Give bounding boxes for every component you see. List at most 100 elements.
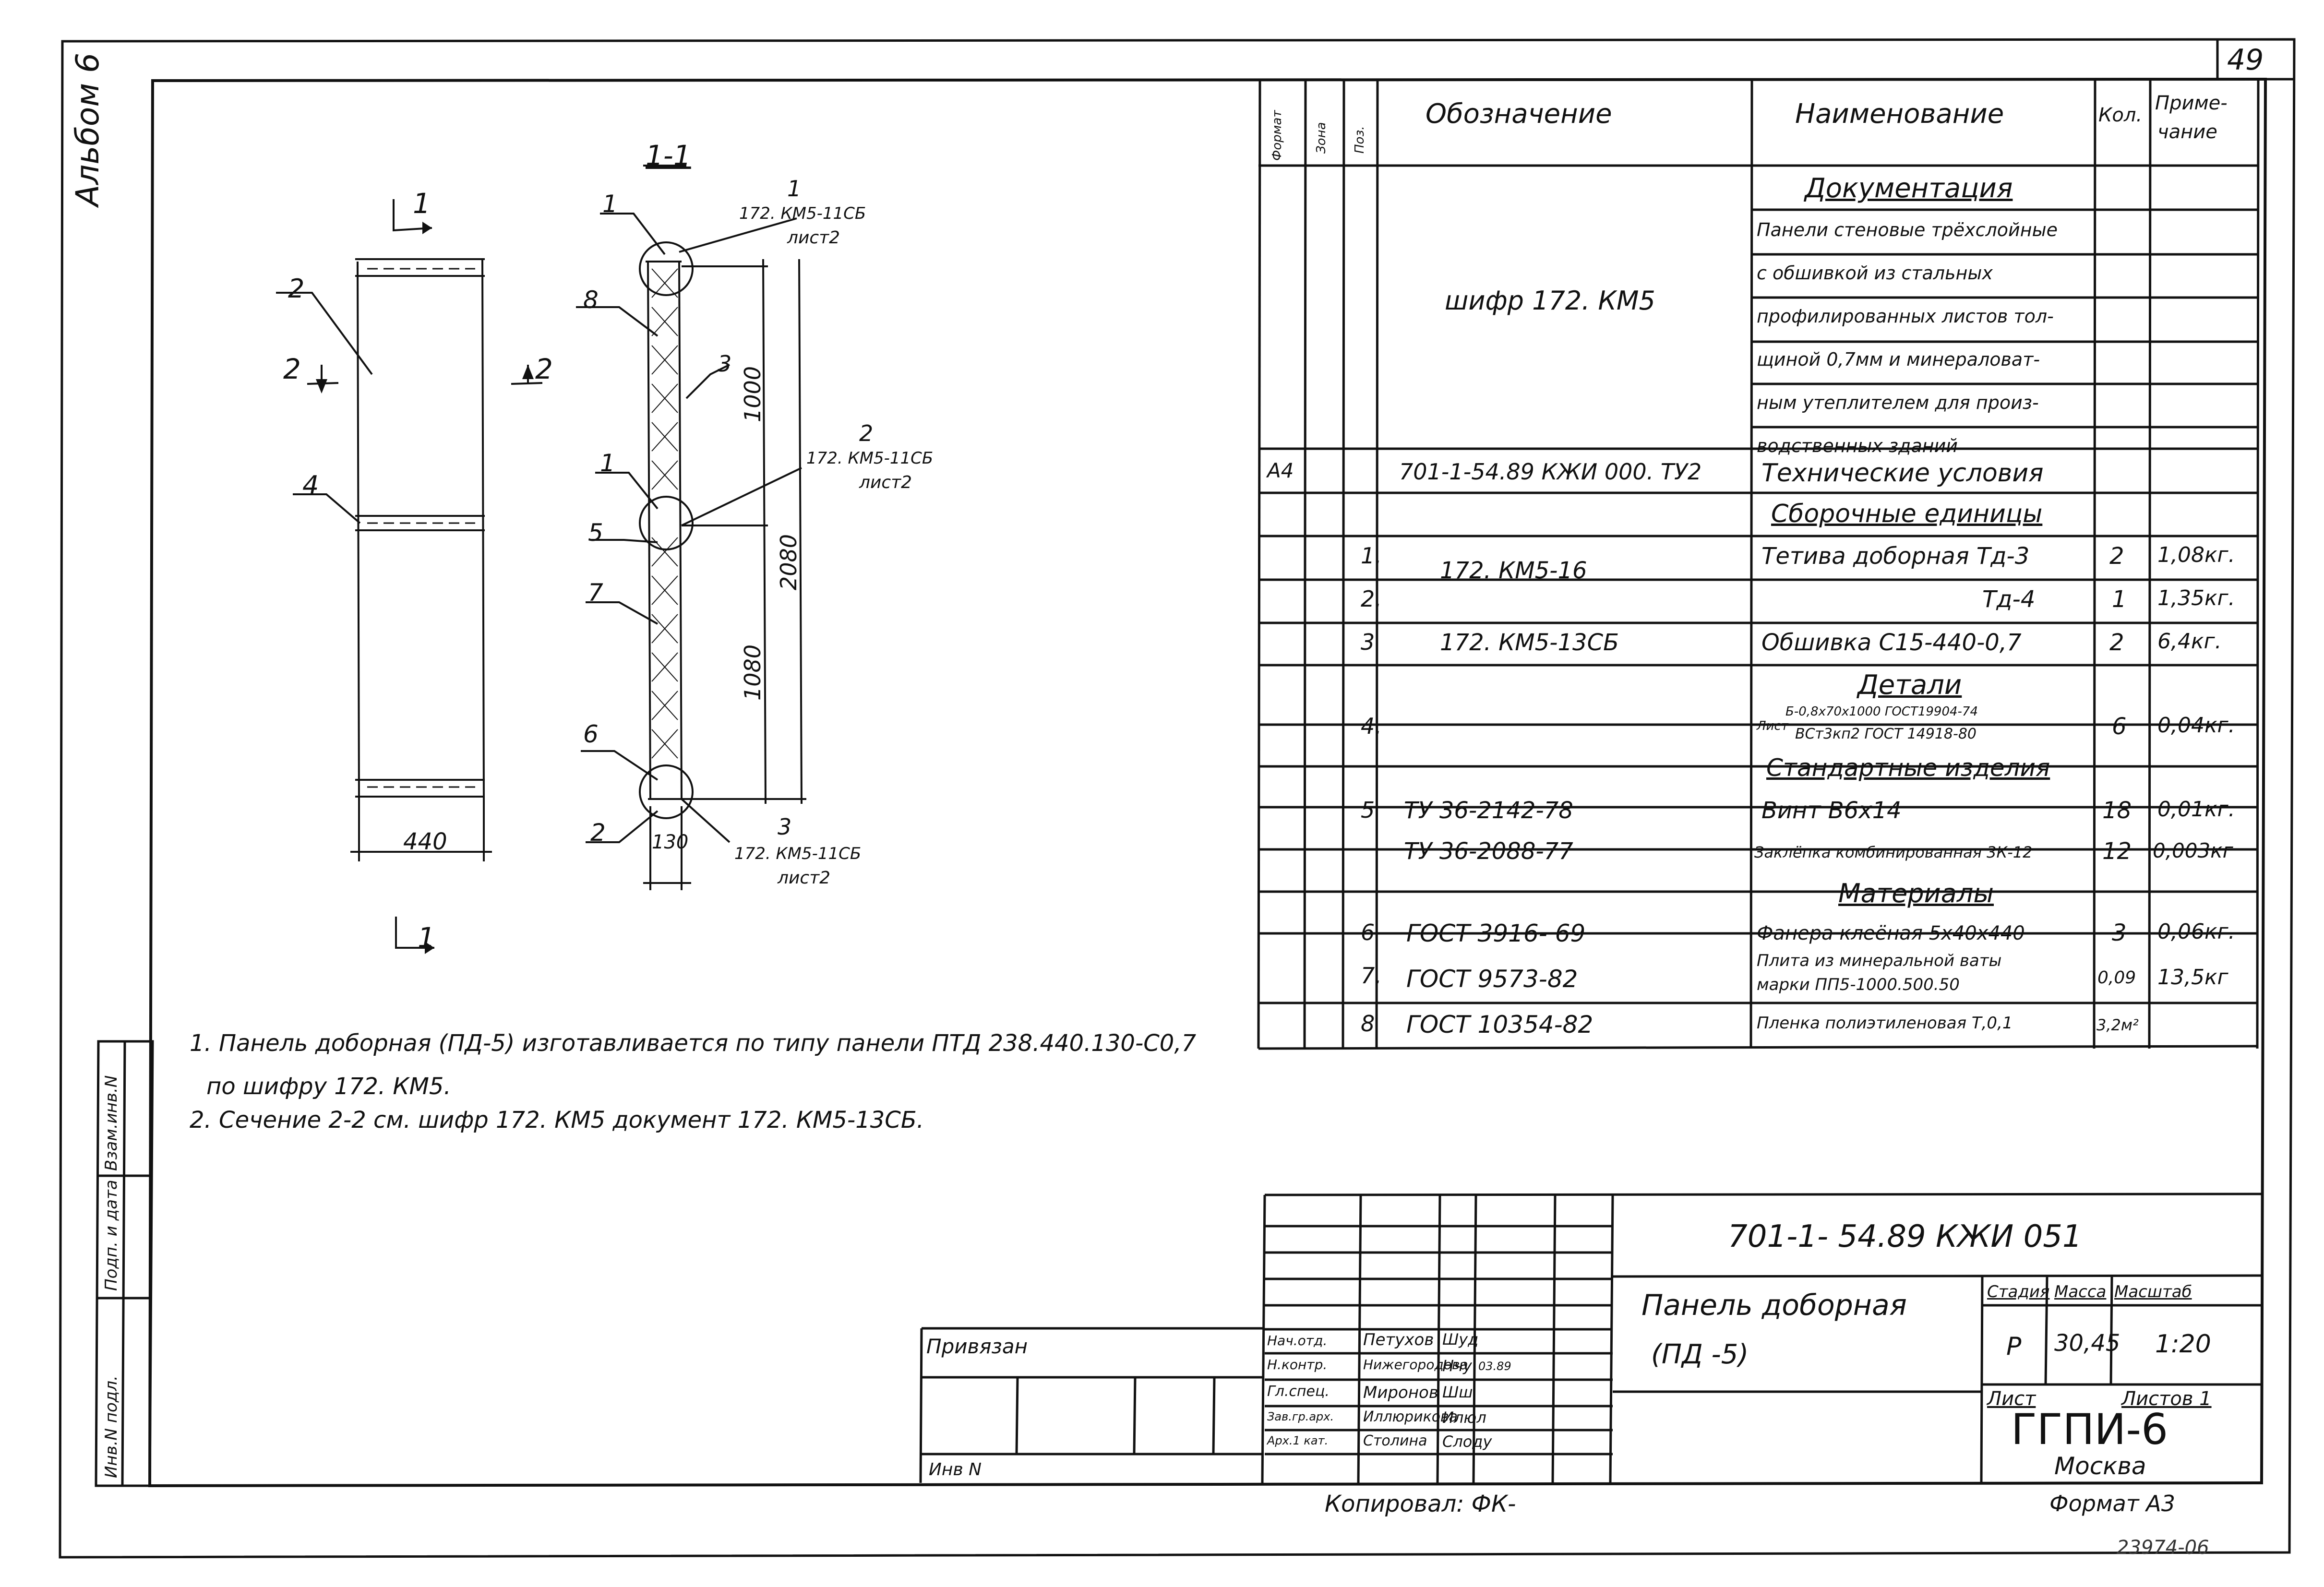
section-pos-8: 8 [583, 286, 599, 314]
callout-1-num: 1 [787, 176, 802, 202]
stage-value: Р [2006, 1332, 2022, 1361]
doc-line-4: щиной 0,7мм и минераловат- [1757, 349, 2040, 370]
mat2-pos: 7. [1361, 963, 1382, 989]
row1-qty: 2 [2109, 543, 2124, 570]
section-pos-5: 5 [588, 519, 603, 547]
side-label-replace: Взам.инв.N [102, 1075, 121, 1171]
row1-note: 1,08кг. [2157, 543, 2235, 567]
org-name: ГГПИ-6 [2011, 1405, 2168, 1454]
row3-name: Обшивка С15-440-0,7 [1761, 629, 2022, 656]
header-pos: Поз. [1353, 126, 1367, 154]
tu-name: Технические условия [1761, 459, 2044, 488]
org-city: Москва [2054, 1452, 2146, 1480]
mat3-name: Пленка полиэтиленовая Т,0,1 [1757, 1014, 2013, 1033]
std2-note: 0,003кг [2153, 839, 2233, 862]
mat2-qty: 0,09 [2097, 968, 2136, 988]
std1-pos: 5 [1361, 797, 1375, 823]
sheets-label: Листов 1 [2121, 1388, 2212, 1410]
std2-qty: 12 [2102, 838, 2132, 865]
header-zone: Зона [1314, 122, 1329, 154]
mat1-pos: 6 [1361, 919, 1375, 945]
section-documentation: Документация [1805, 173, 2013, 204]
row3-des: 172. КМ5-13СБ [1440, 629, 1619, 656]
person-5-sign: Слоду [1442, 1432, 1492, 1451]
person-4-role: Зав.гр.арх. [1267, 1410, 1334, 1423]
scale-value: 1:20 [2155, 1330, 2211, 1359]
detail-name-bottom: ВСт3кп2 ГОСТ 14918-80 [1795, 726, 1977, 742]
dim-1000: 1000 [740, 366, 766, 422]
cut-mark-bottom: 1 [418, 921, 435, 954]
callout-3-num: 3 [778, 814, 792, 840]
section-pos-7: 7 [588, 579, 603, 607]
doc-line-1: Панели стеновые трёхслойные [1757, 219, 2058, 240]
doc-line-5: ным утеплителем для произ- [1757, 392, 2039, 413]
dim-1080: 1080 [740, 644, 766, 701]
doc-line-3: профилированных листов тол- [1757, 306, 2054, 327]
row3-pos: 3 [1361, 629, 1375, 655]
doc-designation: шифр 172. КМ5 [1445, 286, 1655, 316]
person-1-sign: Шуд [1442, 1330, 1479, 1348]
callout-3-ref: 172. КМ5-11СБ [734, 844, 862, 863]
person-1-role: Нач.отд. [1267, 1333, 1328, 1348]
note-1-cont: по шифру 172. КМ5. [206, 1073, 451, 1100]
row2-qty: 1 [2112, 586, 2127, 613]
person-5-role: Арх.1 кат. [1267, 1434, 1329, 1447]
std2-des: ТУ 36-2088-77 [1404, 838, 1573, 865]
note-1: 1. Панель доборная (ПД-5) изготавливаетс… [190, 1030, 1197, 1057]
dim-2080: 2080 [776, 534, 802, 590]
album-label: Альбом 6 [69, 52, 106, 206]
row2-pos: 2. [1361, 586, 1382, 612]
section-pos-1: 1 [602, 190, 618, 218]
mass-value: 30,45 [2054, 1330, 2120, 1357]
callout-1-sheet: лист2 [787, 228, 840, 248]
callout-2-ref: 172. КМ5-11СБ [806, 449, 934, 468]
row2-note: 1,35кг. [2157, 586, 2235, 610]
copied-by: Копировал: ФК- [1325, 1491, 1516, 1517]
callout-3-sheet: лист2 [778, 868, 831, 888]
section-pos-6: 6 [583, 720, 599, 748]
section-pos-2: 2 [590, 819, 606, 847]
std1-name: Винт В6х14 [1761, 797, 1902, 824]
detail-note: 0,04кг. [2157, 713, 2235, 738]
detail-name-prefix: Лист [1757, 719, 1788, 733]
mat3-pos: 8 [1361, 1011, 1375, 1037]
person-4-name: Иллюрикова [1363, 1408, 1458, 1425]
row3-qty: 2 [2109, 629, 2124, 656]
position-4: 4 [302, 470, 319, 501]
person-4-sign: Илюл [1442, 1408, 1486, 1427]
header-qty: Кол. [2098, 104, 2143, 126]
section-pos-3: 3 [718, 351, 732, 377]
person-1-name: Петухов [1363, 1330, 1434, 1349]
person-3-name: Миронов [1363, 1383, 1438, 1402]
person-2-name: Нижегородова [1363, 1357, 1468, 1372]
header-format: Формат [1270, 110, 1284, 161]
section-pos-1b: 1 [600, 449, 615, 477]
doc-code: 701-1- 54.89 КЖИ 051 [1728, 1219, 2082, 1254]
person-3-sign: Шш [1442, 1383, 1473, 1401]
tied-label: Привязан [926, 1335, 1028, 1358]
detail-name-top: Б-0,8х70х1000 ГОСТ19904-74 [1785, 704, 1978, 719]
position-2: 2 [288, 274, 305, 304]
tu-designation: 701-1-54.89 КЖИ 000. ТУ2 [1399, 459, 1702, 485]
detail-pos: 4. [1361, 713, 1382, 739]
callout-2-num: 2 [859, 420, 874, 446]
std2-name: Заклёпка комбинированная 3К-12 [1754, 843, 2033, 861]
scale-label: Масштаб [2114, 1282, 2192, 1301]
section-materials: Материалы [1838, 878, 1994, 908]
header-note-1: Приме- [2155, 92, 2228, 114]
row1-des: 172. КМ5-16 [1440, 557, 1587, 584]
header-designation: Обозначение [1426, 98, 1612, 130]
mat1-note: 0,06кг. [2157, 919, 2235, 944]
row2-name: Тд-4 [1982, 586, 2036, 613]
mat3-qty: 3,2м² [2096, 1016, 2139, 1034]
person-2-sign: Нчу [1442, 1357, 1472, 1375]
sheet-number: 49 [2227, 43, 2264, 77]
title-line-1: Панель доборная [1641, 1289, 1907, 1322]
stage-label: Стадия [1987, 1282, 2050, 1301]
doc-line-6: водственных зданий [1757, 435, 1958, 456]
order-number: 23974-06 [2117, 1537, 2209, 1559]
inv-label: Инв N [929, 1460, 982, 1480]
mat2-des: ГОСТ 9573-82 [1406, 965, 1578, 993]
mat2-note: 13,5кг [2157, 965, 2228, 990]
